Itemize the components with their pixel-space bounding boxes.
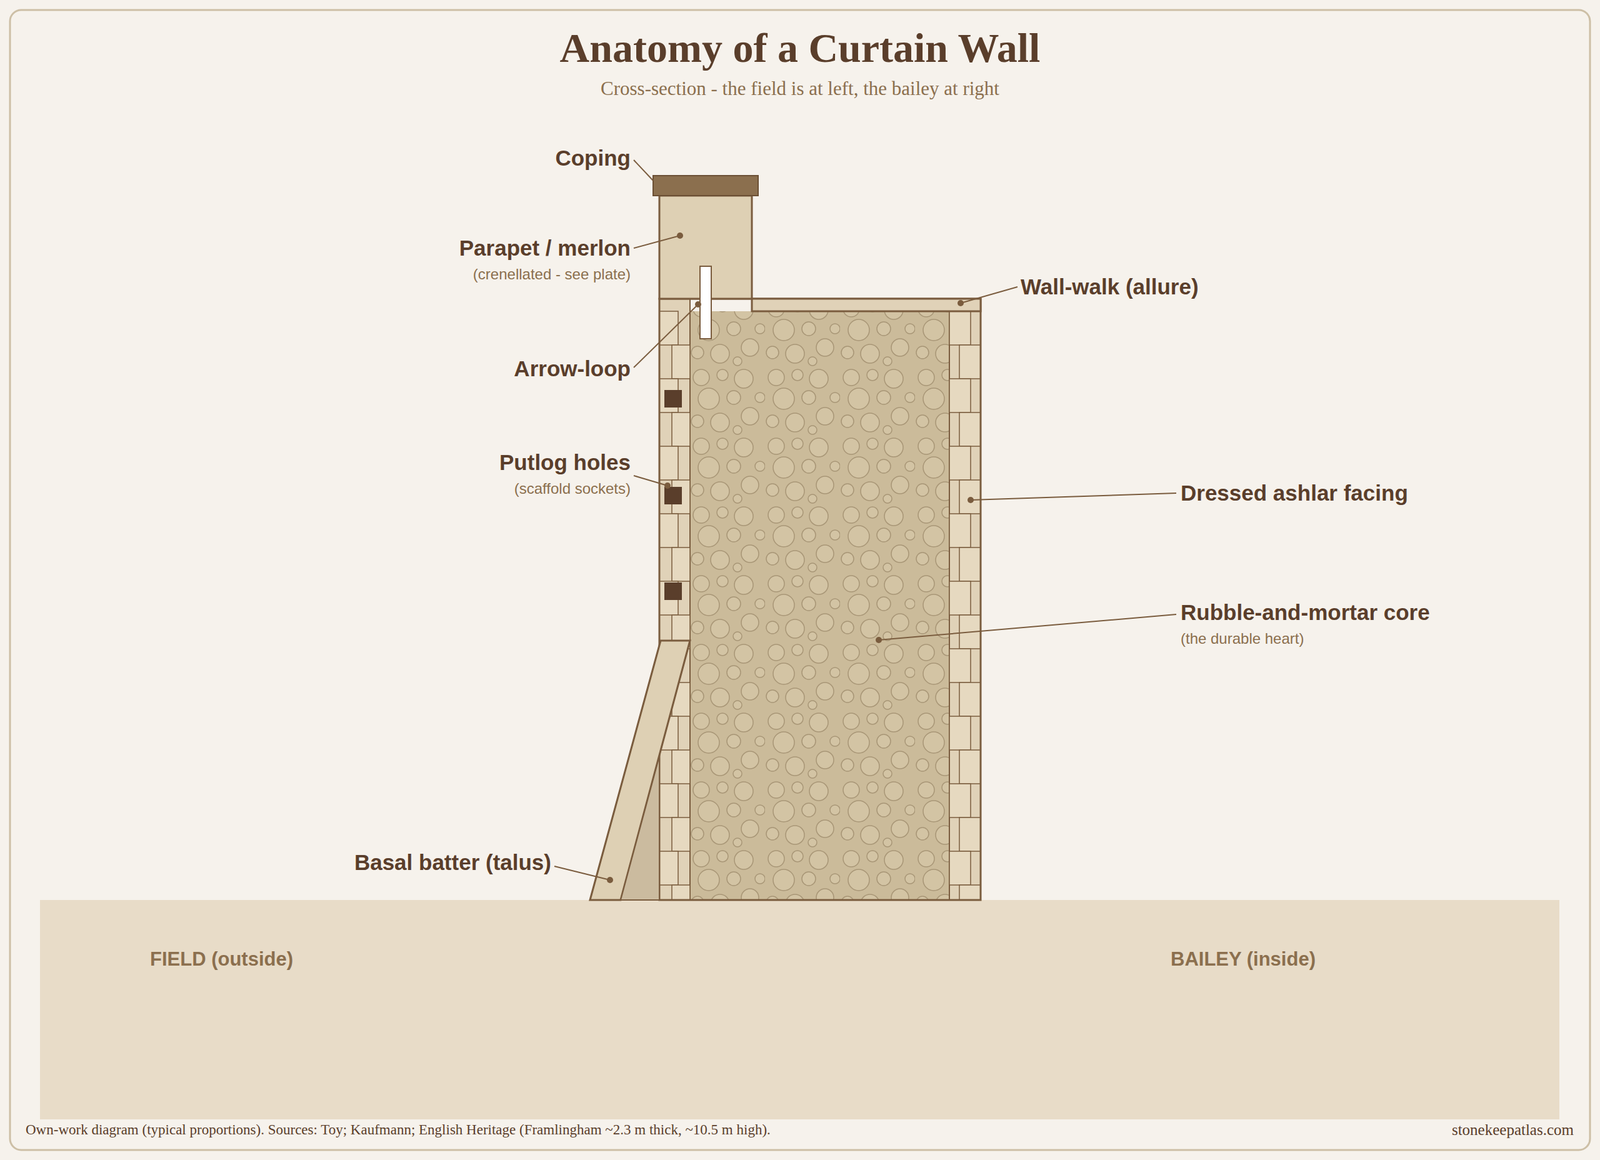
part-note: (the durable heart) [1180,630,1304,648]
part-note: (crenellated - see plate) [473,265,631,284]
part-label: Wall-walk (allure) [1020,274,1199,300]
part-label: Parapet / merlon [459,235,631,261]
source-note: Own-work diagram (typical proportions). … [25,1121,771,1139]
part-label: Basal batter (talus) [354,850,552,875]
ground-band: FIELD (outside) BAILEY (inside) [40,900,1560,1120]
part-note: (scaffold sockets) [514,480,631,498]
diagram-title: Anatomy of a Curtain Wall [560,24,1041,72]
part-label: Arrow-loop [513,356,631,382]
part-label: Putlog holes [499,450,631,475]
region-label: FIELD (outside) [150,948,294,971]
region-label: BAILEY (inside) [1170,948,1316,971]
subtitle: Cross-section - the field is at left, th… [600,77,1000,100]
watermark: stonekeepatlas.com [1451,1121,1574,1140]
part-label: Dressed ashlar facing [1180,480,1409,506]
part-label: Rubble-and-mortar core [1180,600,1430,625]
part-label: Coping [555,145,631,171]
